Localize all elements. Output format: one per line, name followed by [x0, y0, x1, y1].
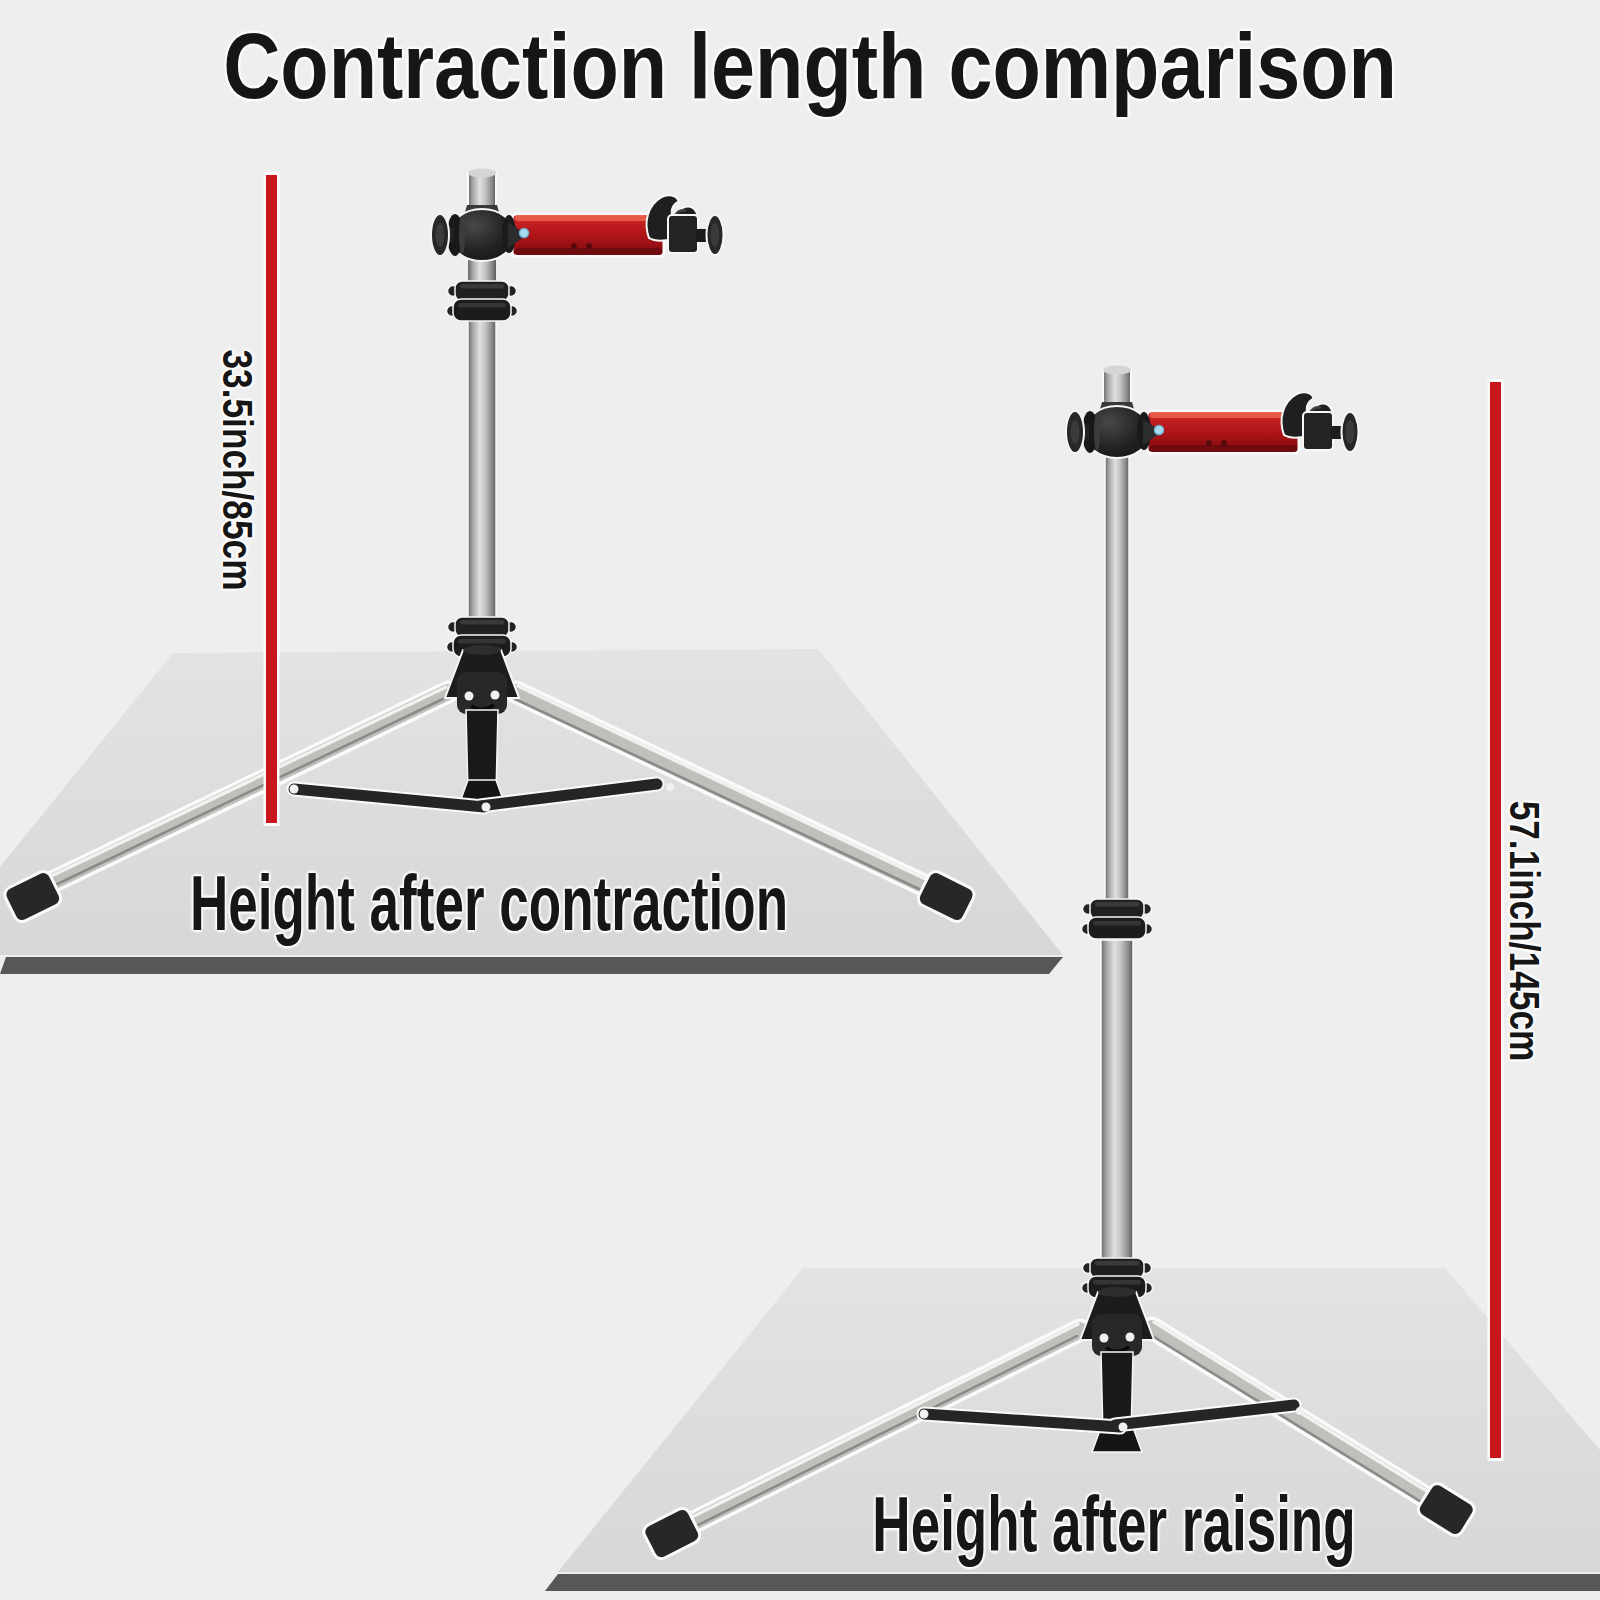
contracted-measure-label: 33.5inch/85cm: [213, 349, 262, 590]
contracted-caption: Height after contraction: [190, 858, 788, 949]
pole-lower: [1101, 940, 1133, 1266]
title: Contraction length comparison: [223, 14, 1397, 119]
pole: [468, 320, 496, 622]
clamp-head: [431, 169, 724, 262]
pole-coupler-mid: [1082, 899, 1153, 939]
raised-measure-label: 57.1inch/145cm: [1500, 801, 1549, 1062]
pole-coupler-upper: [447, 281, 518, 321]
clamp-head: [1066, 366, 1359, 459]
contracted-measure-line: [264, 172, 280, 826]
raised-caption: Height after raising: [872, 1479, 1355, 1570]
pole-upper: [1105, 455, 1129, 905]
